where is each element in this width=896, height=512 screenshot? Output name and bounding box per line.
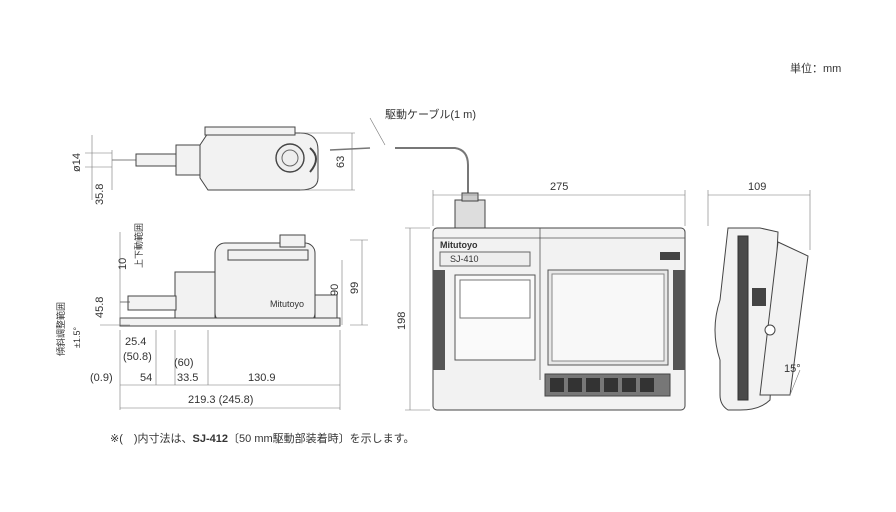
unit-label: 単位：mm (790, 61, 841, 75)
footnote-suffix: 〔50 mm駆動部装着時〕を示します。 (228, 431, 415, 445)
footnote-model: SJ-412 (193, 433, 228, 445)
dim-90: 90 (329, 284, 341, 296)
drive-unit-top-view (112, 126, 469, 200)
drive-unit-side-view: Mitutoyo (119, 234, 341, 327)
dim-45-8: 45.8 (94, 297, 106, 318)
dim-99: 99 (349, 282, 361, 294)
vertical-range-label: 上下動範囲 (133, 223, 144, 268)
tilt-range-value: ±1.5° (72, 327, 82, 348)
dim-54: 54 (140, 372, 152, 384)
dim-15deg: 15° (784, 363, 801, 375)
dim-63: 63 (335, 156, 347, 168)
footnote: ※( )内寸法は、SJ-412〔50 mm駆動部装着時〕を示します。 (110, 431, 415, 445)
dim-130-9: 130.9 (248, 372, 276, 384)
dim-219-3: 219.3 (245.8) (188, 394, 253, 406)
dim-35-8: 35.8 (94, 184, 106, 205)
side-brand: Mitutoyo (270, 299, 304, 309)
tilt-range-label: 傾斜調整範囲 (55, 302, 66, 356)
footnote-prefix: ※( )内寸法は、 (110, 431, 193, 445)
front-brand: Mitutoyo (440, 240, 478, 250)
dim-198: 198 (396, 312, 408, 330)
dim-25-4: 25.4 (125, 336, 146, 348)
dim-109: 109 (748, 181, 766, 193)
dim-0-9: (0.9) (90, 372, 113, 384)
cable-label: 駆動ケーブル(1 m) (385, 107, 476, 121)
dim-60: (60) (174, 357, 194, 369)
model-badge: SJ-410 (450, 254, 479, 264)
dim-275: 275 (550, 181, 568, 193)
display-unit-side-view (714, 227, 809, 411)
dim-33-5: 33.5 (177, 372, 198, 384)
dim-50-8: (50.8) (123, 351, 152, 363)
dim-10: 10 (117, 258, 129, 270)
display-unit-front-view: Mitutoyo SJ-410 (432, 192, 686, 411)
dim-phi14: ø14 (71, 153, 83, 172)
